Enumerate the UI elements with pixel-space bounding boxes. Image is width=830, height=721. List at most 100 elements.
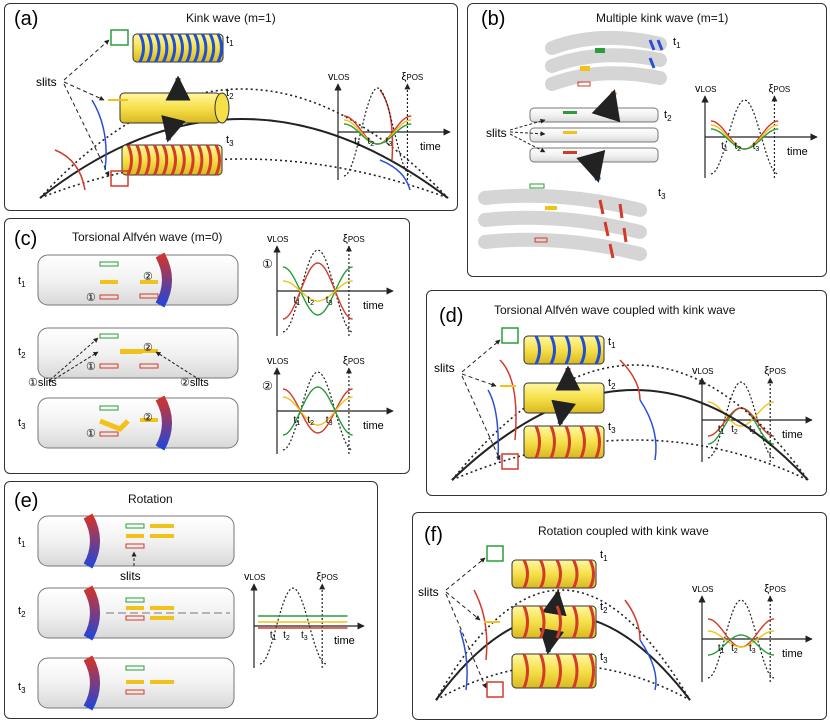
time-tick-t1: t1 (718, 424, 725, 436)
time-tick-t2: t2 (283, 630, 290, 642)
xipos-label: ξPOS (764, 365, 786, 377)
panel-f-t2: t2 (600, 601, 608, 615)
panel-b-slits-label: slits (486, 126, 507, 140)
time-tick-t3: t3 (749, 643, 756, 655)
time-tick-t2: t2 (731, 643, 738, 655)
time-tick-t1: t1 (293, 295, 300, 307)
twist-ring (170, 144, 177, 176)
panel-f-slits-label: slits (418, 585, 439, 599)
twist-ring (208, 33, 216, 63)
panel-c-tubes (37, 252, 239, 451)
xipos-label: ξPOS (343, 355, 365, 367)
xipos-label: ξPOS (343, 233, 365, 245)
twist-ring (177, 33, 184, 63)
panel-a-label: (a) (14, 8, 39, 30)
panel-b-t3: t3 (658, 187, 666, 201)
panel-b-title: Multiple kink wave (m=1) (596, 11, 729, 25)
panel-c-t2: t2 (18, 346, 26, 360)
green-curve (710, 128, 779, 150)
xipos-label: ξPOS (764, 583, 786, 595)
twist-ring (588, 559, 595, 589)
twist-ring (205, 144, 213, 176)
panel-d-slits-label: slits (434, 361, 455, 375)
twist-ring (555, 559, 562, 589)
green-curve (282, 266, 353, 316)
panel-c-circle1-slits: ①slits (28, 377, 57, 389)
twist-ring (126, 144, 133, 176)
twist-ring (594, 335, 601, 365)
twist-ring (162, 33, 169, 63)
panel-d-t1: t1 (608, 336, 616, 350)
twist-ring (539, 653, 546, 689)
twist-ring (549, 425, 556, 459)
xipos-label: ξPOS (316, 571, 338, 583)
vlos-label: vLOS (267, 233, 289, 245)
time-tick-t1: t1 (270, 630, 277, 642)
twist-ring (193, 33, 200, 63)
twist-ring (153, 144, 160, 176)
panel-e-t2: t2 (18, 605, 26, 619)
time-tick-t3: t3 (301, 630, 308, 642)
panel-e-t3: t3 (18, 681, 26, 695)
yellow-curve (707, 401, 775, 427)
vlos-label: vLOS (692, 365, 714, 377)
panel-c-title: Torsional Alfvén wave (m=0) (72, 230, 223, 244)
time-label: time (782, 429, 803, 441)
twist-ring (522, 653, 529, 689)
red-curve (282, 262, 353, 320)
twist-ring (522, 559, 529, 589)
time-tick-t3: t3 (326, 295, 333, 307)
time-label: time (787, 146, 808, 158)
twist-ring (185, 33, 192, 63)
twist-ring (522, 605, 529, 639)
graph-circle1: ① (262, 257, 273, 271)
panel-c-t3: t3 (18, 417, 26, 431)
panel-d (426, 290, 827, 496)
twist-ring (138, 33, 145, 63)
time-label: time (363, 420, 384, 432)
twist-ring (549, 335, 556, 365)
vlos-label: vLOS (267, 355, 289, 367)
panel-f-t3: t3 (600, 651, 608, 665)
panel-b-t1: t1 (673, 36, 681, 50)
yellow-curve (707, 630, 775, 648)
twist-ring (216, 33, 223, 63)
displacement-curve (282, 249, 353, 333)
twist-ring (144, 144, 151, 176)
panel-c-circle2-t2: ② (143, 342, 153, 354)
panel-f-label: (f) (424, 524, 443, 546)
xipos-label: ξPOS (768, 83, 790, 95)
panel-a-slit-boxes (63, 29, 191, 187)
panel-c-label: (c) (14, 228, 38, 250)
panel-a-t3: t3 (226, 134, 234, 148)
yellow-curve (282, 396, 353, 426)
twist-ring (572, 653, 579, 689)
twist-ring (572, 605, 579, 639)
panel-a (4, 3, 458, 211)
panel-c-circle1-t3: ① (86, 428, 96, 440)
time-label: time (363, 300, 384, 312)
time-label: time (782, 648, 803, 660)
panel-b-tubes (478, 30, 667, 261)
panel-f (412, 512, 827, 720)
panel-c-circle2-slits: ②slits (180, 377, 209, 389)
green-curve (282, 386, 353, 436)
vlos-label: vLOS (695, 83, 717, 95)
time-tick-t2: t2 (307, 295, 314, 307)
panel-f-twists (522, 559, 595, 689)
panel-e-t1: t1 (18, 535, 26, 549)
twist-ring (534, 425, 541, 459)
twist-ring (579, 335, 586, 365)
panel-a-slits-label: slits (36, 75, 57, 89)
panel-a-title: Kink wave (m=1) (186, 11, 276, 25)
panel-d-arches (451, 327, 809, 481)
time-tick-t1: t1 (721, 141, 728, 153)
displacement-curve (259, 587, 327, 665)
time-label: time (334, 635, 355, 647)
red-curve (282, 388, 353, 434)
vlos-label: vLOS (244, 571, 266, 583)
graph-circle2: ② (262, 379, 273, 393)
vlos-label: vLOS (328, 71, 350, 83)
time-tick-t2: t2 (735, 141, 742, 153)
